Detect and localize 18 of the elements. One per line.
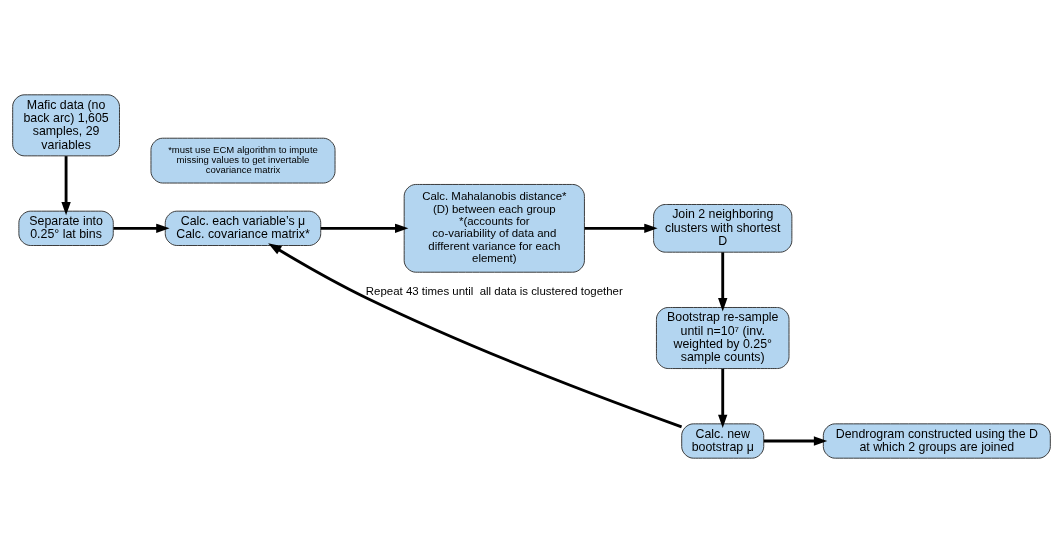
arrow xyxy=(113,223,170,233)
node-box: Mafic data (no back arc) 1,605 samples, 29 variables xyxy=(12,93,120,156)
arrow xyxy=(763,435,828,446)
node-box: Calc. Mahalanobis distance* (D) between each group *(accounts for co-variability of data and different variance for each element) xyxy=(403,183,585,273)
arrow xyxy=(718,251,728,311)
node-box: Bootstrap re-sample until n=10⁷ (inv. weighted by 0.25° sample counts) xyxy=(655,306,790,369)
node-box: Separate into 0.25° lat bins xyxy=(18,210,114,246)
node-box: Join 2 neighboring clusters with shortest D xyxy=(653,203,793,253)
arrow xyxy=(718,368,728,428)
node-box: *must use ECM algorithm to impute missing values to get invertable covariance matrix xyxy=(150,137,336,183)
node-box: Dendrogram constructed using the D at which 2 groups are joined xyxy=(822,422,1051,459)
node-box: Calc. each variable’s μ Calc. covariance matrix* xyxy=(164,210,322,246)
edge-label: Repeat 43 times until all data is clustered together xyxy=(365,284,623,297)
arrow xyxy=(320,223,409,233)
arrow xyxy=(61,155,71,215)
arrow xyxy=(268,242,683,428)
node-box: Calc. new bootstrap μ xyxy=(681,422,765,459)
arrow xyxy=(584,223,658,233)
